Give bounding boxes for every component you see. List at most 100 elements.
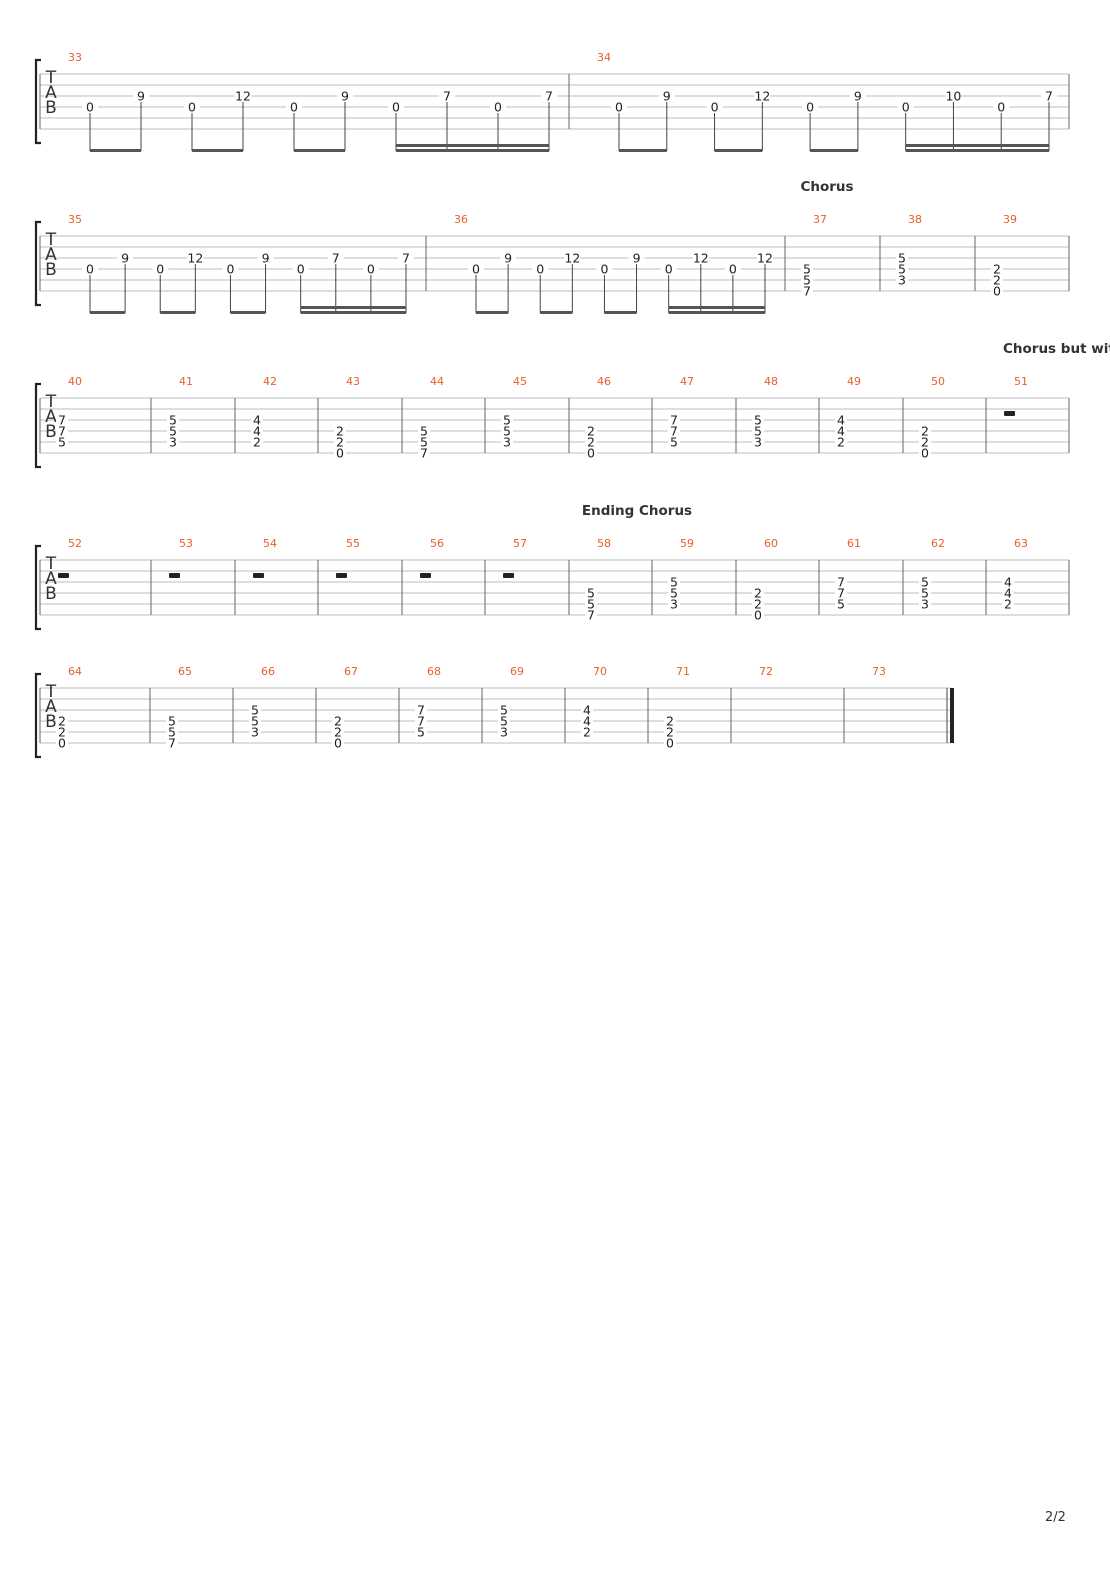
beam bbox=[668, 311, 765, 314]
fret-number: 12 bbox=[757, 251, 773, 266]
fret-backdrop bbox=[56, 727, 68, 737]
measure-number: 60 bbox=[764, 537, 778, 550]
fret-backdrop bbox=[919, 599, 931, 609]
fret-number: 7 bbox=[670, 413, 678, 428]
fret-number: 7 bbox=[58, 413, 66, 428]
beam bbox=[90, 149, 141, 152]
beam bbox=[540, 311, 573, 314]
beam bbox=[294, 149, 345, 152]
fret-number: 12 bbox=[693, 251, 709, 266]
fret-number: 7 bbox=[587, 608, 595, 623]
fret-backdrop bbox=[167, 426, 179, 436]
tab-clef-letter: T bbox=[45, 682, 57, 702]
fret-backdrop bbox=[585, 588, 597, 598]
measure-number: 66 bbox=[261, 665, 275, 678]
fret-backdrop bbox=[498, 727, 510, 737]
fret-number: 2 bbox=[587, 435, 595, 450]
measure-number: 42 bbox=[263, 375, 277, 388]
fret-backdrop bbox=[1002, 588, 1014, 598]
fret-backdrop bbox=[896, 264, 908, 274]
fret-backdrop bbox=[801, 286, 813, 296]
fret-number: 0 bbox=[367, 262, 375, 277]
fret-number: 5 bbox=[58, 435, 66, 450]
measure: 51 bbox=[1004, 375, 1028, 416]
measure-number: 37 bbox=[813, 213, 827, 226]
fret-backdrop bbox=[117, 253, 134, 263]
fret-number: 3 bbox=[754, 435, 762, 450]
fret-number: 7 bbox=[420, 446, 428, 461]
fret-backdrop bbox=[415, 727, 427, 737]
fret-backdrop bbox=[235, 91, 251, 101]
fret-backdrop bbox=[166, 727, 178, 737]
beam bbox=[810, 149, 858, 152]
fret-number: 5 bbox=[417, 725, 425, 740]
fret-backdrop bbox=[581, 727, 593, 737]
measure-number: 35 bbox=[68, 213, 82, 226]
fret-number: 7 bbox=[837, 586, 845, 601]
fret-number: 2 bbox=[336, 424, 344, 439]
fret-backdrop bbox=[581, 716, 593, 726]
fret-number: 2 bbox=[58, 725, 66, 740]
fret-backdrop bbox=[501, 437, 513, 447]
fret-backdrop bbox=[418, 426, 430, 436]
fret-number: 3 bbox=[670, 597, 678, 612]
fret-number: 0 bbox=[58, 736, 66, 751]
measure-number: 61 bbox=[847, 537, 861, 550]
fret-number: 7 bbox=[417, 703, 425, 718]
fret-number: 5 bbox=[921, 575, 929, 590]
fret-backdrop bbox=[611, 102, 627, 112]
fret-backdrop bbox=[292, 264, 309, 274]
fret-number: 5 bbox=[168, 725, 176, 740]
measure-number: 44 bbox=[430, 375, 444, 388]
fret-number: 2 bbox=[837, 435, 845, 450]
fret-number: 0 bbox=[86, 100, 94, 115]
fret-number: 0 bbox=[587, 446, 595, 461]
fret-backdrop bbox=[896, 253, 908, 263]
fret-number: 5 bbox=[168, 714, 176, 729]
fret-backdrop bbox=[541, 91, 557, 101]
fret-backdrop bbox=[388, 102, 404, 112]
fret-backdrop bbox=[187, 253, 204, 263]
fret-backdrop bbox=[1041, 91, 1057, 101]
fret-backdrop bbox=[668, 437, 680, 447]
fret-number: 5 bbox=[898, 262, 906, 277]
fret-number: 9 bbox=[121, 251, 129, 266]
fret-number: 7 bbox=[58, 424, 66, 439]
fret-backdrop bbox=[664, 727, 676, 737]
fret-number: 3 bbox=[503, 435, 511, 450]
tab-clef-letter: A bbox=[45, 569, 57, 589]
fret-backdrop bbox=[398, 253, 414, 263]
fret-backdrop bbox=[835, 577, 847, 587]
fret-backdrop bbox=[706, 102, 723, 112]
tab-clef-letter: T bbox=[45, 554, 57, 574]
tab-clef-letter: B bbox=[45, 712, 57, 732]
fret-number: 0 bbox=[921, 446, 929, 461]
fret-number: 4 bbox=[253, 413, 261, 428]
tab-clef-letter: T bbox=[45, 392, 57, 412]
fret-backdrop bbox=[251, 437, 263, 447]
fret-number: 5 bbox=[169, 413, 177, 428]
fret-backdrop bbox=[835, 588, 847, 598]
fret-number: 10 bbox=[945, 89, 961, 104]
rest-symbol bbox=[1004, 411, 1015, 416]
fret-number: 2 bbox=[921, 424, 929, 439]
fret-backdrop bbox=[56, 426, 68, 436]
fret-number: 2 bbox=[336, 435, 344, 450]
fret-number: 3 bbox=[251, 725, 259, 740]
